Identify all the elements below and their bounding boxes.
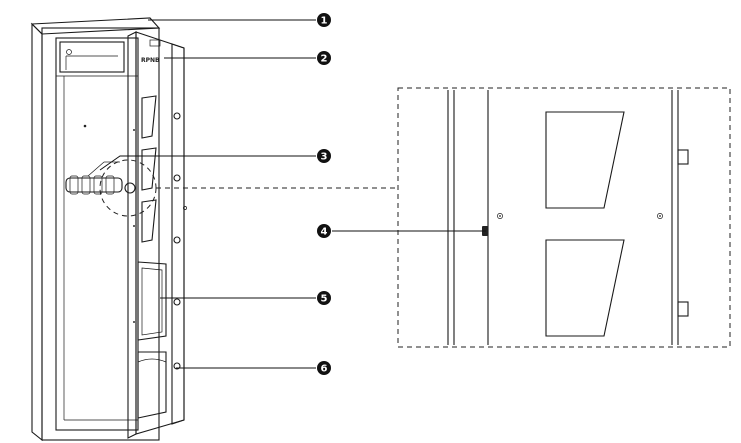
gun-barrel-rest	[65, 161, 123, 195]
safe-cabinet	[30, 17, 161, 442]
callout-5: 5	[317, 291, 331, 305]
callout-3-label: 3	[321, 152, 328, 163]
callout-6: 6	[317, 361, 331, 375]
callout-1-label: 1	[321, 16, 328, 27]
brand-label: RPNB	[141, 57, 160, 64]
callout-leaders	[99, 19, 486, 369]
callout-5-label: 5	[321, 294, 328, 305]
callout-2: 2	[317, 51, 331, 65]
callout-2-label: 2	[321, 54, 328, 65]
callout-3: 3	[317, 149, 331, 163]
callout-6-label: 6	[321, 364, 328, 375]
door-detail-panel	[397, 87, 731, 348]
callout-4: 4	[317, 224, 331, 238]
callout-1: 1	[317, 13, 331, 27]
callout-4-label: 4	[321, 227, 328, 238]
detail-indicator	[99, 159, 398, 217]
safe-door: RPNB	[127, 31, 187, 439]
